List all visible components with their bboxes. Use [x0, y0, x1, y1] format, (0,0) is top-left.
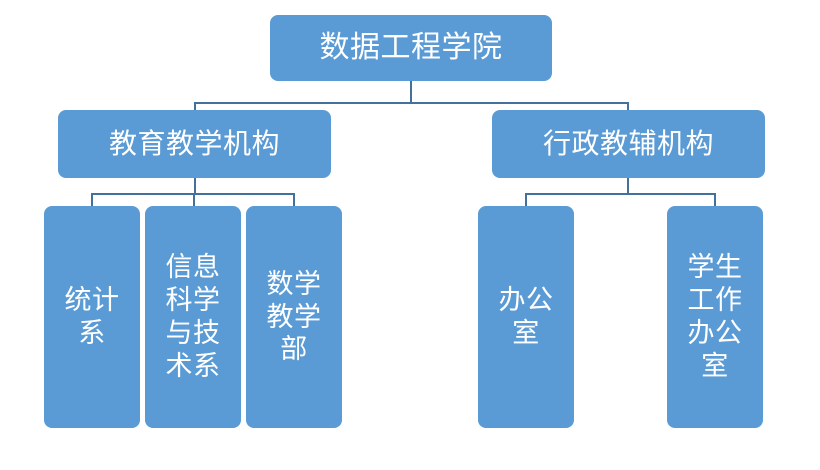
connector-drop-statistics: [91, 193, 93, 207]
org-node-student-affairs[interactable]: 学生 工作 办公 室: [667, 206, 763, 428]
org-node-student-affairs-label: 学生 工作 办公 室: [687, 252, 743, 381]
org-node-admin-label: 行政教辅机构: [542, 127, 714, 159]
org-node-math[interactable]: 数学 教学 部: [246, 206, 342, 428]
connector-drop-student-affairs: [714, 193, 716, 207]
connector-root-bus: [194, 102, 628, 104]
connector-drop-academic: [194, 102, 196, 111]
connector-admin-stem: [627, 178, 629, 194]
org-node-admin[interactable]: 行政教辅机构: [492, 110, 765, 178]
connector-root-stem: [410, 81, 412, 103]
org-node-infoscience[interactable]: 信息 科学 与技 术系: [145, 206, 241, 428]
org-node-statistics-label: 统计 系: [64, 285, 120, 348]
org-node-infoscience-label: 信息 科学 与技 术系: [165, 252, 221, 381]
org-node-math-label: 数学 教学 部: [266, 268, 322, 365]
connector-drop-admin: [627, 102, 629, 111]
org-node-root-label: 数据工程学院: [319, 30, 503, 64]
org-node-academic[interactable]: 教育教学机构: [58, 110, 331, 178]
org-node-academic-label: 教育教学机构: [108, 127, 280, 159]
connector-academic-stem: [194, 178, 196, 194]
org-node-office-label: 办公 室: [498, 285, 554, 348]
connector-drop-infoscience: [193, 193, 195, 207]
connector-admin-bus: [525, 193, 715, 195]
org-node-root[interactable]: 数据工程学院: [270, 15, 552, 81]
connector-drop-math: [293, 193, 295, 207]
org-node-office[interactable]: 办公 室: [478, 206, 574, 428]
connector-drop-office: [525, 193, 527, 207]
org-node-statistics[interactable]: 统计 系: [44, 206, 140, 428]
